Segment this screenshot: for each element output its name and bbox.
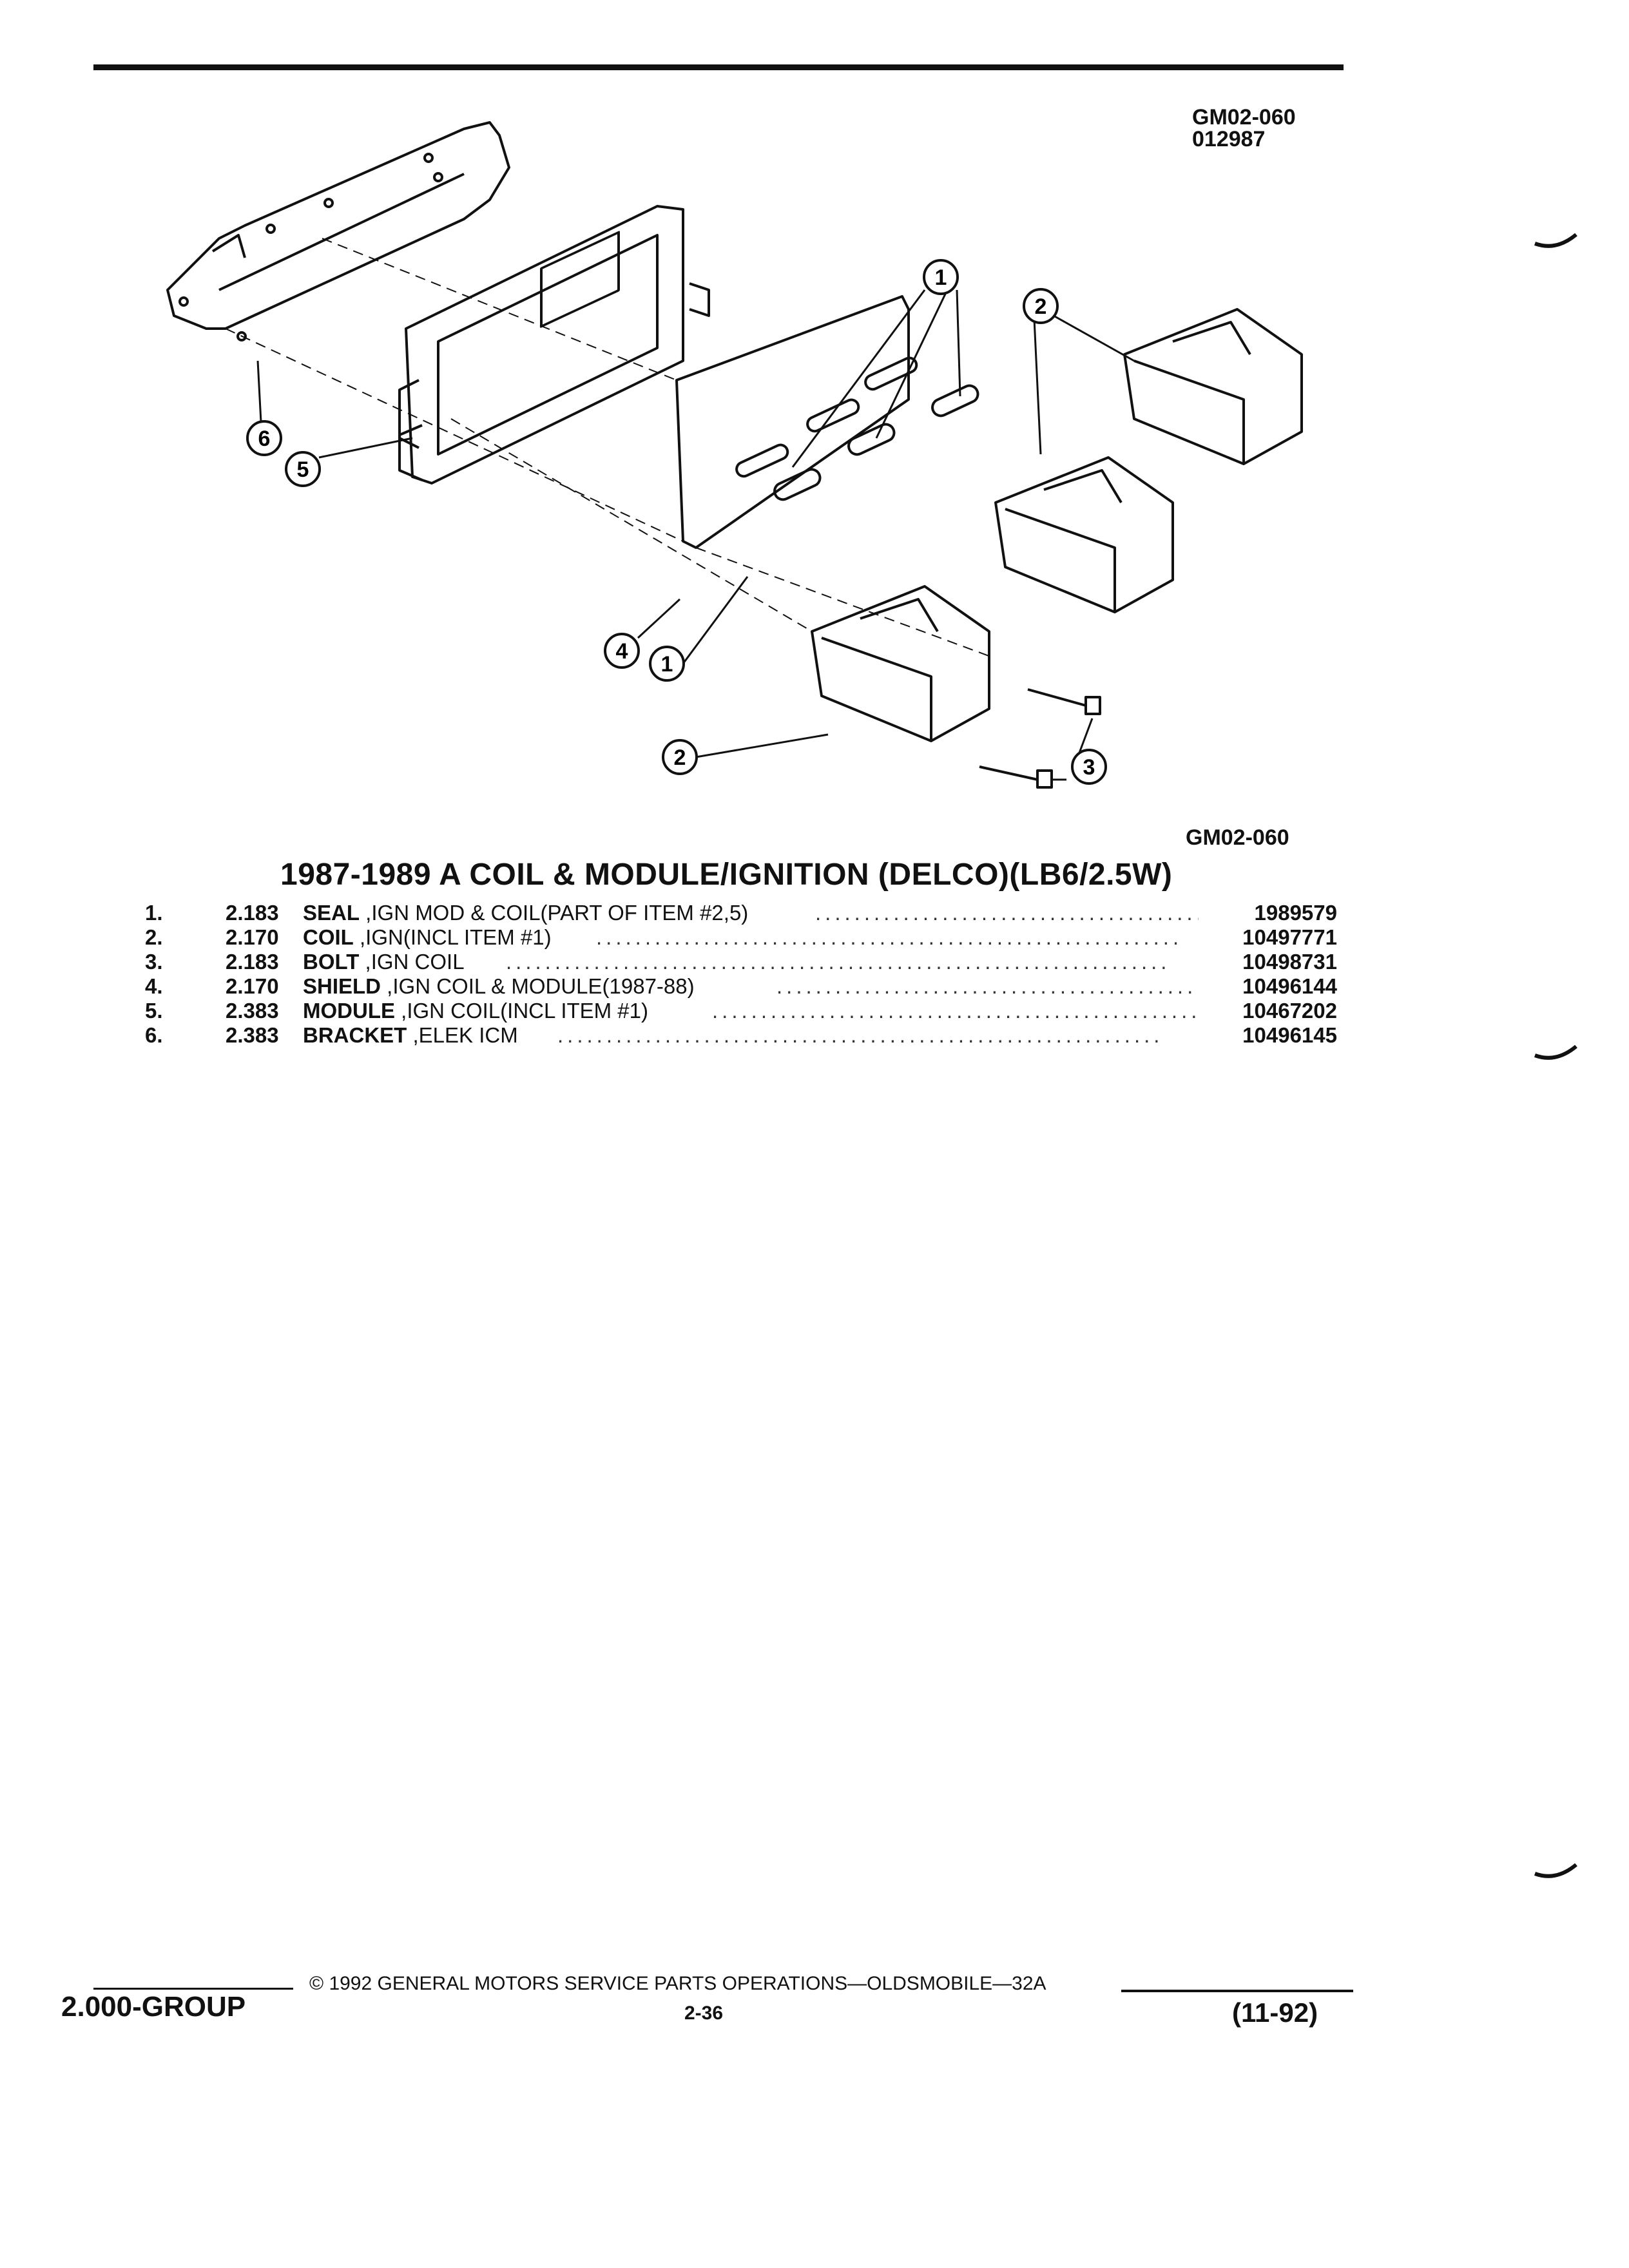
binder-mark	[1534, 1044, 1577, 1060]
coil-part-lower	[811, 585, 990, 742]
leader-dots: ........................................…	[776, 974, 1197, 998]
assembly-lines	[225, 238, 993, 658]
illustration-ref-code: GM02-060 012987	[1192, 105, 1296, 151]
svg-text:6: 6	[258, 427, 271, 451]
top-rule	[93, 64, 1344, 70]
footer-rule-left	[93, 1988, 293, 1990]
callout-3: 3	[1071, 749, 1107, 785]
exploded-parts-diagram: 1 2 3 4 5 6 1 2	[166, 121, 1303, 789]
binder-mark	[1534, 233, 1577, 248]
list-item: 3. 2.183 BOLT ,IGN COIL ................…	[145, 950, 1337, 974]
callout-5: 5	[285, 451, 321, 487]
copyright-line: © 1992 GENERAL MOTORS SERVICE PARTS OPER…	[309, 1973, 1046, 1994]
coil-part-middle	[994, 456, 1174, 613]
list-item: 1. 2.183 SEAL ,IGN MOD & COIL(PART OF IT…	[145, 901, 1337, 925]
page-number: 2-36	[684, 2003, 724, 2024]
list-item: 4. 2.170 SHIELD ,IGN COIL & MODULE(1987-…	[145, 974, 1337, 998]
callout-2-top: 2	[1023, 288, 1059, 324]
callout-1-top: 1	[923, 259, 959, 295]
svg-text:2: 2	[1035, 294, 1047, 319]
module-part	[398, 205, 710, 485]
footer-rule-right	[1121, 1990, 1353, 1992]
callout-2-bottom: 2	[662, 739, 698, 775]
callout-1-bottom: 1	[649, 646, 685, 682]
coil-part-upper	[1123, 308, 1303, 465]
svg-text:1: 1	[935, 265, 947, 290]
group-label: 2.000-GROUP	[61, 1991, 246, 2023]
svg-text:5: 5	[297, 457, 309, 482]
revision-date: (11-92)	[1232, 1997, 1318, 2028]
leader-lines	[256, 289, 1135, 781]
list-item: 5. 2.383 MODULE ,IGN COIL(INCL ITEM #1) …	[145, 999, 1337, 1023]
leader-dots: ........................................	[815, 901, 1199, 925]
seal-parts	[773, 384, 979, 501]
svg-text:1: 1	[661, 652, 673, 677]
bracket-part	[166, 121, 510, 341]
leader-dots: ........................................…	[557, 1023, 1164, 1047]
leader-dots: ........................................…	[506, 950, 1171, 974]
svg-text:2: 2	[674, 745, 686, 770]
list-item: 2. 2.170 COIL ,IGN(INCL ITEM #1) .......…	[145, 925, 1337, 949]
binder-mark	[1534, 1863, 1577, 1878]
diagram-ref-code: GM02-060	[1186, 825, 1289, 850]
svg-text:3: 3	[1083, 755, 1095, 780]
section-title: 1987-1989 A COIL & MODULE/IGNITION (DELC…	[280, 858, 1173, 892]
callout-bubbles: 1 2 3 4 5 6 1 2	[246, 259, 1107, 785]
parts-list: 1. 2.183 SEAL ,IGN MOD & COIL(PART OF IT…	[145, 901, 1337, 1048]
leader-dots: ........................................…	[596, 925, 1183, 949]
leader-dots: ........................................…	[712, 999, 1199, 1023]
list-item: 6. 2.383 BRACKET ,ELEK ICM .............…	[145, 1023, 1337, 1047]
callout-6: 6	[246, 420, 282, 456]
svg-text:4: 4	[616, 639, 628, 664]
callout-4: 4	[604, 633, 640, 669]
shield-part	[675, 295, 918, 549]
